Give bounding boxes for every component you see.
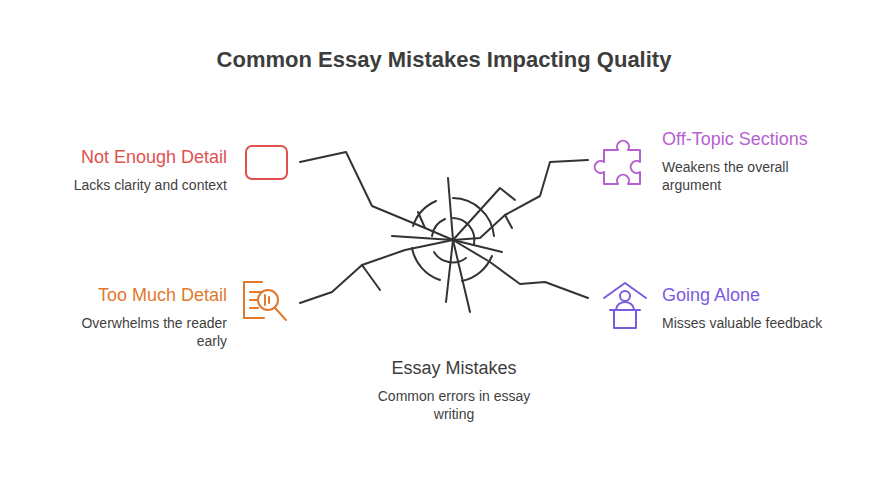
item-heading: Not Enough Detail bbox=[27, 146, 227, 168]
item-heading: Too Much Detail bbox=[27, 284, 227, 306]
mistake-item: Not Enough DetailLacks clarity and conte… bbox=[27, 146, 227, 194]
item-description: Lacks clarity and context bbox=[27, 176, 227, 194]
puzzle-icon bbox=[595, 141, 640, 184]
mistake-item: Going AloneMisses valuable feedback bbox=[662, 284, 862, 332]
home-person-icon bbox=[604, 283, 646, 328]
item-heading: Going Alone bbox=[662, 284, 862, 306]
diagram-title: Common Essay Mistakes Impacting Quality bbox=[0, 47, 888, 73]
mistake-item: Off-Topic SectionsWeakens the overall ar… bbox=[662, 128, 862, 194]
item-heading: Essay Mistakes bbox=[334, 357, 574, 379]
item-description: Overwhelms the reader early bbox=[65, 314, 227, 350]
item-description: Weakens the overall argument bbox=[662, 158, 804, 194]
card-icon bbox=[246, 146, 287, 179]
mistake-item: Too Much DetailOverwhelms the reader ear… bbox=[27, 284, 227, 350]
item-description: Common errors in essay writing bbox=[369, 387, 539, 423]
magnifier-icon bbox=[244, 282, 286, 320]
item-heading: Off-Topic Sections bbox=[662, 128, 862, 150]
hub-label: Essay MistakesCommon errors in essay wri… bbox=[334, 357, 574, 423]
item-description: Misses valuable feedback bbox=[662, 314, 862, 332]
